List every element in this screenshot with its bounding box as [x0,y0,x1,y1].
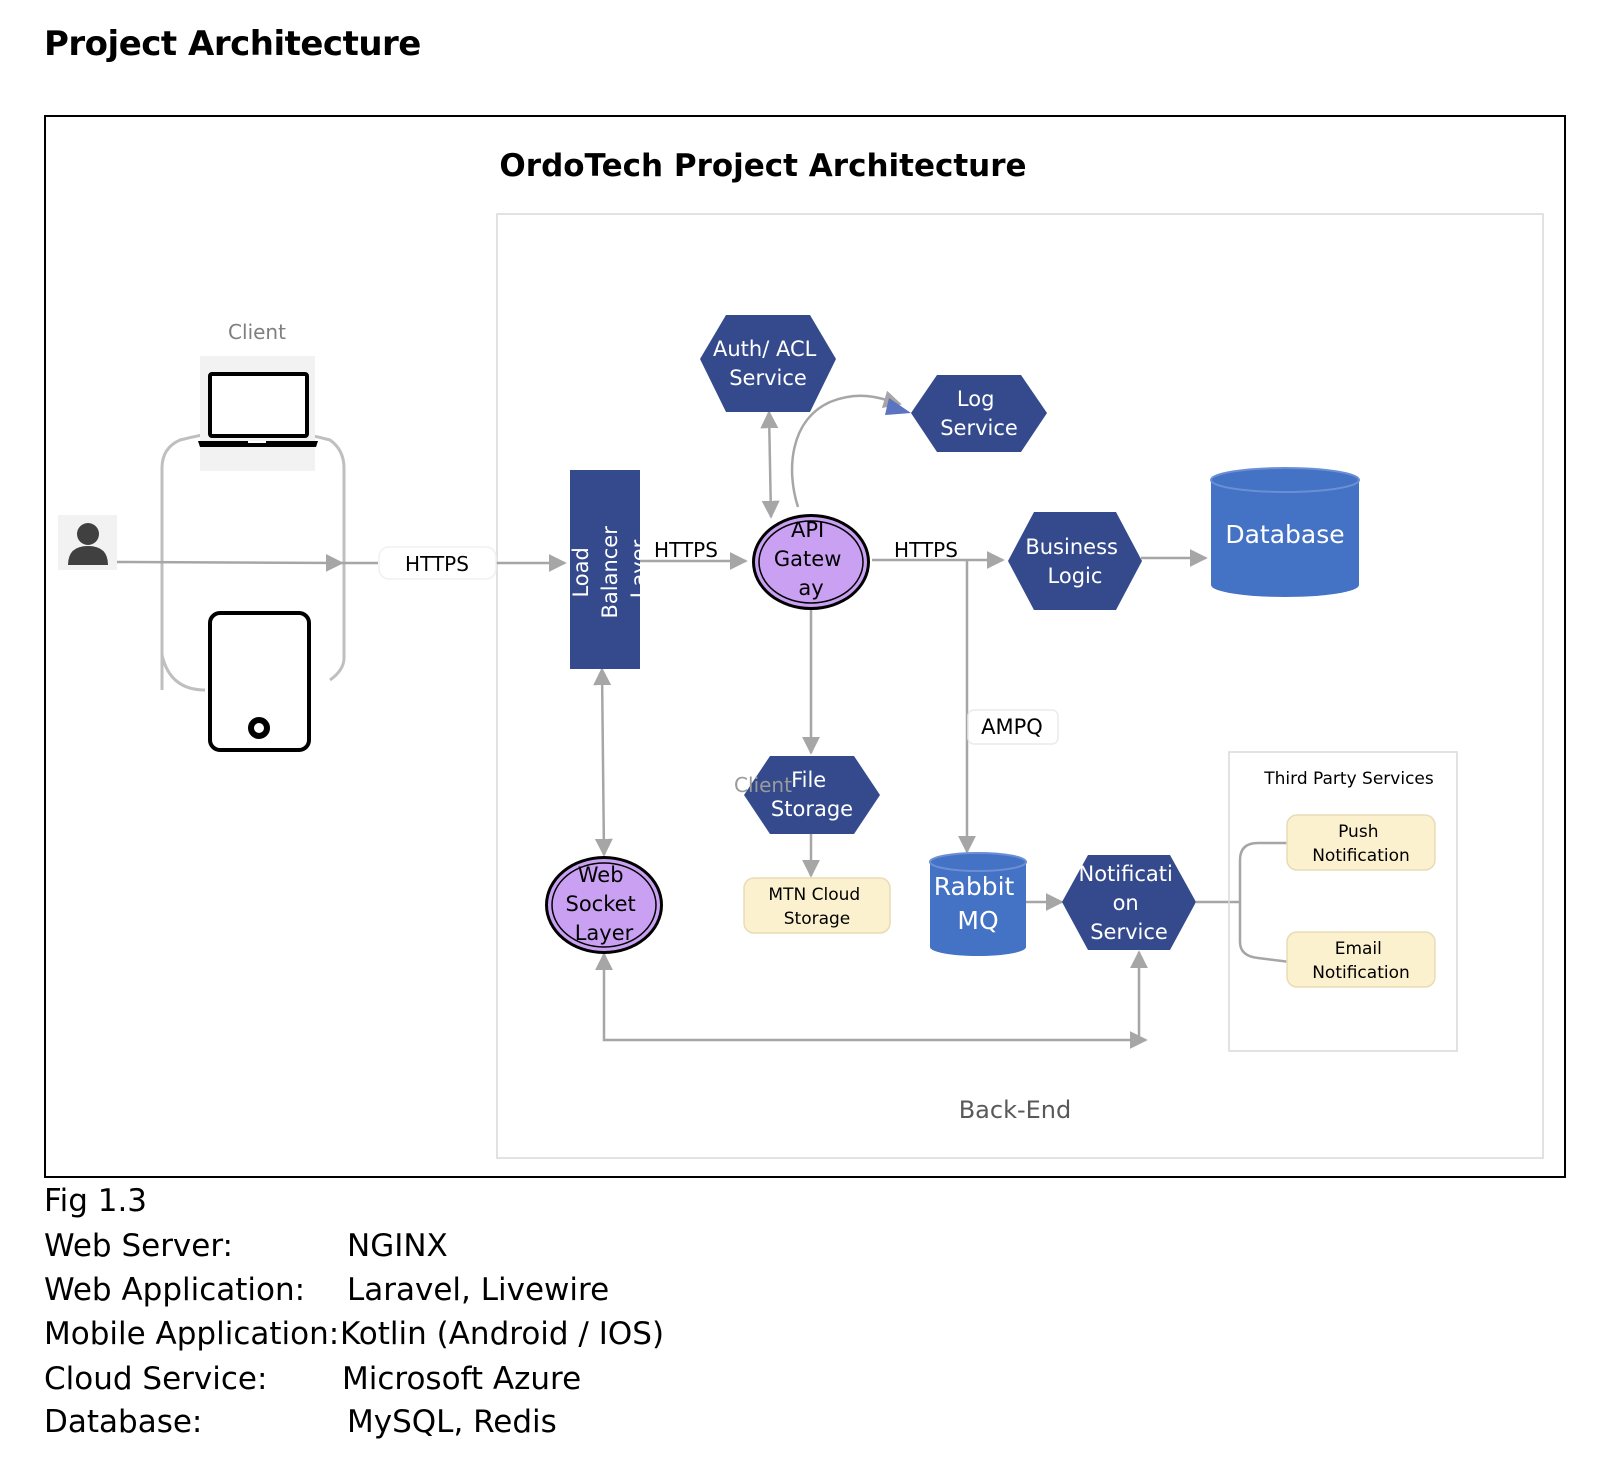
https-gateway-label: HTTPS [654,538,718,562]
file-storage-line-2: Storage [771,797,853,821]
rabbit-mq-line-2: MQ [957,906,998,935]
web-socket-layer-node: Web Socket Layer [545,856,663,954]
database-node: Database [1210,467,1360,597]
spec-value: Kotlin (Android / IOS) [340,1316,665,1352]
figure-caption: Fig 1.3 [44,1183,148,1219]
file-storage-ghost-label: Client [734,773,792,797]
spec-key: Database: [44,1404,203,1440]
api-gateway-line-2: Gatew [774,547,841,571]
svg-text:Rabbit MQ: Rabbit MQ [934,872,1023,935]
notification-service-line-2: on [1113,891,1139,915]
edge-lb-to-websocket [593,667,613,857]
business-logic-node: Business Logic [1008,512,1142,610]
api-gateway-node: API Gatew ay [752,514,870,610]
diagram-frame [44,115,1566,1178]
auth-service-line-1: Auth/ ACL [713,337,817,361]
svg-text:Auth/ ACL Service: Auth/ ACL Service [713,337,823,390]
spec-key: Mobile Application: [44,1316,340,1352]
svg-text:MTN Cloud Storage: MTN Cloud Storage [768,885,865,929]
database-label: Database [1225,520,1344,549]
file-storage-node: Client File Storage [734,756,880,834]
push-notification-node: Push Notification [1286,814,1436,871]
edge-gateway-to-auth [760,410,780,519]
mobile-device-icon [208,611,311,752]
mtn-cloud-storage-node: MTN Cloud Storage [743,877,891,934]
https-client-label: HTTPS [405,552,469,576]
notification-service-node: Notificati on Service [1062,855,1196,950]
spec-value: Microsoft Azure [342,1361,582,1397]
load-balancer-line-1: Load [569,547,593,597]
load-balancer-node: Load Balancer Layer [569,470,651,669]
svg-text:Log Service: Log Service [940,387,1018,440]
web-socket-line-3: Layer [575,921,634,945]
user-icon [58,515,117,570]
ampq-label: AMPQ [981,715,1043,739]
mtn-cloud-line-1: MTN Cloud [768,885,860,905]
https-business-label: HTTPS [894,538,958,562]
spec-key: Web Application: [44,1272,306,1308]
spec-value: NGINX [347,1228,448,1264]
svg-text:File Storage: File Storage [771,768,853,821]
api-gateway-line-3: ay [798,576,823,600]
notification-service-line-3: Service [1090,920,1168,944]
push-notification-line-1: Push [1338,822,1378,842]
svg-text:Notificati on Serv: Notificati on Service [1078,862,1179,944]
third-party-services-group: Third Party Services [1228,751,1458,1052]
svg-text:Push Notification: Push Notification [1312,822,1410,866]
spec-key: Cloud Service: [44,1361,268,1397]
notification-service-line-1: Notificati [1078,862,1172,886]
spec-value: Laravel, Livewire [347,1272,610,1308]
edge-bracket-email [1238,902,1291,964]
ampq-label-box: AMPQ [967,709,1059,745]
spec-value: MySQL, Redis [347,1404,557,1440]
https-client-label-box: HTTPS [378,546,497,580]
auth-acl-service-node: Auth/ ACL Service [700,315,836,412]
rabbit-mq-line-1: Rabbit [934,872,1015,901]
backend-label: Back-End [959,1096,1072,1124]
svg-text:Web Socket Layer: Web Socket Layer [566,863,643,945]
web-socket-line-2: Socket [566,892,636,916]
load-balancer-line-2: Balancer [598,526,622,619]
web-socket-line-1: Web [578,863,624,887]
business-logic-line-2: Logic [1048,564,1103,588]
auth-service-line-2: Service [729,366,807,390]
edge-websocket-to-notification [595,952,1148,1049]
client-device-group-bottom [160,654,206,692]
email-notification-line-1: Email [1335,939,1382,959]
backend-region [496,213,1544,1159]
mtn-cloud-line-2: Storage [784,909,851,929]
svg-text:Email Notification: Email Notification [1312,939,1410,983]
edge-user-to-client [116,553,344,572]
log-service-line-2: Service [940,416,1018,440]
rabbit-mq-node: Rabbit MQ [929,852,1027,956]
spec-key: Web Server: [44,1228,233,1264]
edge-bracket-push [1238,841,1300,902]
log-arrowhead [885,398,911,415]
business-logic-line-1: Business [1025,535,1118,559]
email-notification-node: Email Notification [1286,931,1436,988]
page-heading: Project Architecture [44,24,421,64]
svg-text:API Gatew ay: API Gatew ay [774,518,848,600]
log-service-line-1: Log [957,387,995,411]
diagram-title: OrdoTech Project Architecture [499,148,1026,184]
connectors [116,390,1300,1049]
file-storage-line-1: File [791,768,826,792]
log-service-node: Log Service [911,375,1047,452]
push-notification-line-2: Notification [1312,846,1410,866]
email-notification-line-2: Notification [1312,963,1410,983]
svg-text:Load Balancer: Load Balancer Layer [569,519,651,618]
laptop-icon [198,356,318,471]
svg-text:Business Logic: Business Logic [1025,535,1124,588]
client-label: Client [228,320,286,344]
edge-gateway-to-log [790,390,902,508]
api-gateway-line-1: API [791,518,824,542]
third-party-label: Third Party Services [1263,769,1434,789]
